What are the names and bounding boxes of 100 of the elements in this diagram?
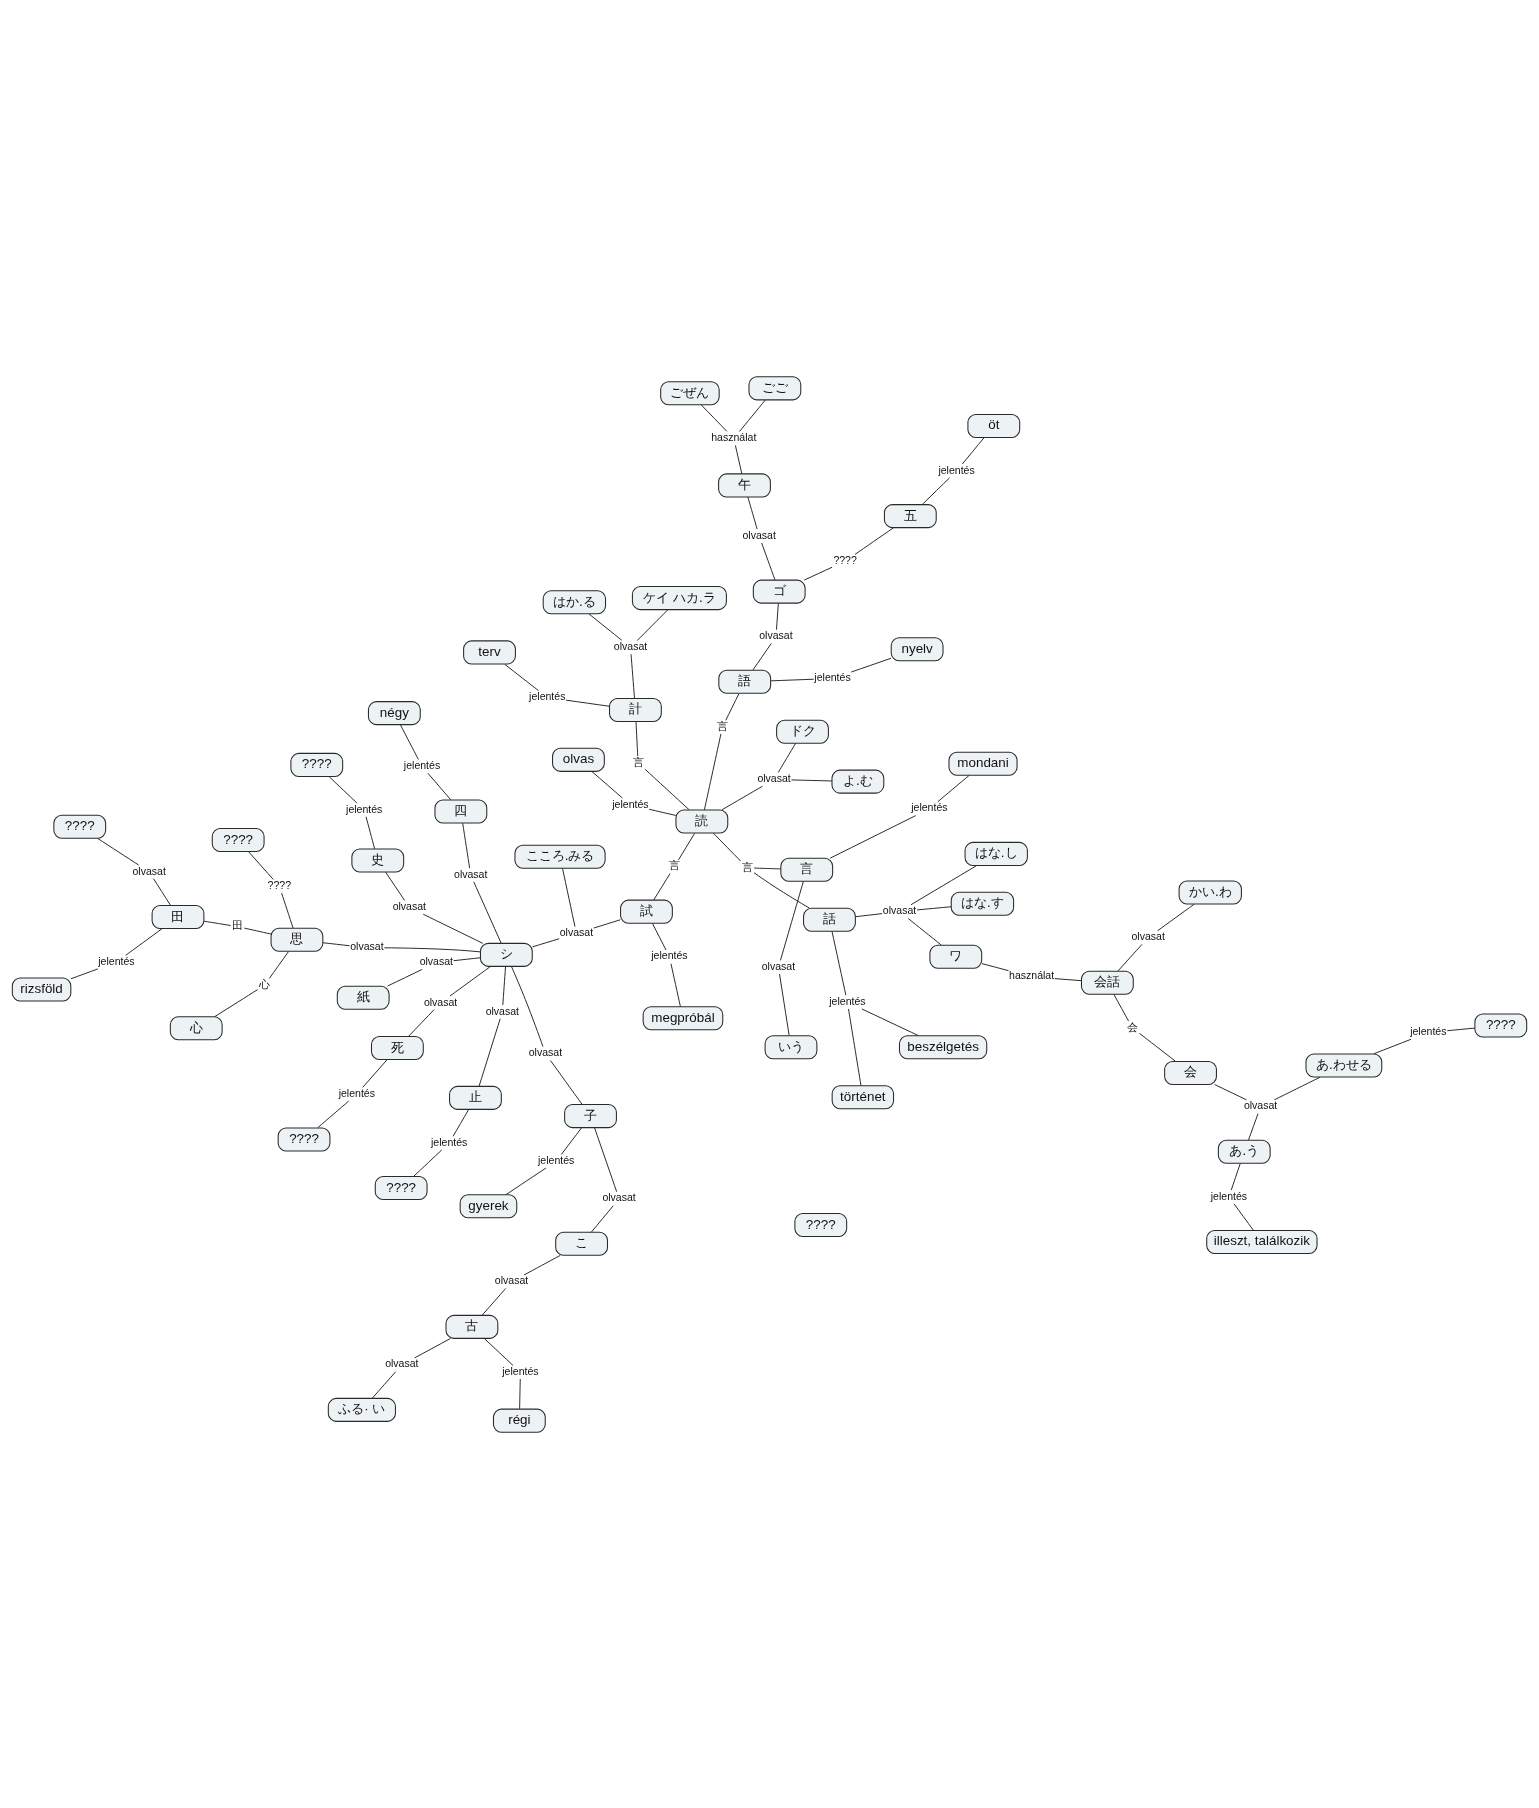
node-box: rizsföld: [11, 977, 72, 1002]
node-text: jelentés: [651, 948, 688, 961]
node-text: jelentés: [938, 463, 975, 476]
node-text: jelentés: [338, 1086, 375, 1099]
connector: [591, 770, 623, 798]
node-box: 会: [1164, 1060, 1217, 1085]
connector: [790, 778, 833, 781]
node-box: 田: [151, 904, 205, 929]
node-box: ????: [1474, 1013, 1528, 1038]
node-box: 言: [780, 857, 834, 882]
connector: [777, 742, 797, 773]
connector: [453, 956, 481, 961]
connector: [523, 1254, 561, 1275]
connector: [452, 1108, 470, 1137]
connector: [854, 526, 894, 555]
node-box: 試: [620, 899, 673, 924]
connector: [387, 968, 423, 987]
connector: [644, 768, 690, 810]
node-box: 読: [675, 808, 729, 833]
node-text: olvasat: [559, 925, 594, 938]
connector: [734, 444, 743, 474]
node-box: 四: [434, 799, 488, 824]
connector: [322, 941, 351, 946]
node-box: かい.わ: [1178, 880, 1242, 905]
connector: [831, 930, 847, 996]
node-text: jelentés: [829, 994, 866, 1007]
node-text: 会: [1126, 1020, 1138, 1032]
connector: [414, 1337, 451, 1358]
connector: [921, 476, 951, 505]
node-box: 思: [270, 927, 324, 952]
node-box: gyerek: [459, 1193, 518, 1218]
node-text: jelentés: [431, 1135, 468, 1148]
node-text: jelentés: [612, 797, 649, 810]
node-text: használat: [711, 430, 757, 443]
connector: [70, 967, 99, 979]
node-box: あ.わせる: [1305, 1052, 1383, 1077]
node-text: olvasat: [528, 1045, 563, 1058]
connector: [449, 965, 491, 996]
connector: [328, 775, 358, 803]
node-text: jelentés: [1410, 1024, 1447, 1037]
node-box: nyelv: [890, 636, 944, 661]
node-text: jelentés: [502, 1364, 539, 1377]
connector: [268, 950, 289, 979]
connector: [483, 1337, 514, 1366]
node-text: jelentés: [346, 802, 383, 815]
node-box: ????: [53, 814, 107, 839]
connector: [855, 912, 883, 917]
node-box: 語: [718, 669, 772, 694]
node-text: jelentés: [1210, 1189, 1248, 1202]
node-box: ゴ: [752, 579, 806, 604]
node-box: いう: [764, 1034, 818, 1059]
node-box: megpróbál: [642, 1005, 724, 1030]
node-text: ????: [833, 553, 857, 566]
node-text: olvasat: [742, 528, 776, 541]
node-text: jelentés: [538, 1153, 575, 1166]
connector: [648, 808, 677, 816]
connector: [502, 965, 506, 1005]
connector: [1117, 943, 1143, 971]
node-text: olvasat: [132, 864, 166, 877]
connector: [422, 913, 484, 944]
node-box: terv: [463, 639, 516, 664]
connector: [653, 872, 671, 900]
node-text: 心: [258, 977, 270, 990]
node-text: olvasat: [761, 959, 796, 972]
node-box: 五: [883, 503, 937, 528]
connector: [725, 692, 740, 721]
node-box: ドク: [776, 719, 829, 744]
node-box: 止: [449, 1085, 502, 1110]
node-text: olvasat: [613, 639, 648, 652]
connector: [916, 905, 952, 910]
node-text: 言: [668, 858, 680, 871]
connector: [1230, 1162, 1241, 1191]
node-box: あ.う: [1217, 1139, 1271, 1164]
connector: [703, 732, 722, 810]
connector: [203, 920, 232, 926]
node-text: olvasat: [385, 1356, 419, 1369]
node-box: シ: [479, 942, 533, 967]
connector: [770, 678, 815, 681]
connector: [593, 918, 621, 929]
connector: [761, 542, 776, 580]
node-box: はな.し: [964, 841, 1028, 866]
node-text: 田: [231, 918, 243, 931]
connector: [829, 814, 917, 859]
connector: [779, 880, 804, 961]
connector: [243, 927, 272, 934]
connector: [317, 1100, 350, 1128]
node-box: illeszt, találkozik: [1206, 1229, 1318, 1254]
connector: [670, 962, 681, 1007]
node-box: öt: [967, 413, 1021, 438]
connector: [1248, 1112, 1259, 1140]
node-text: olvasat: [392, 899, 427, 912]
node-text: olvasat: [1243, 1098, 1278, 1111]
node-box: 紙: [336, 985, 390, 1010]
node-text: 言: [632, 755, 644, 768]
connector: [1113, 993, 1130, 1022]
node-text: olvasat: [454, 867, 488, 880]
node-box: 心: [169, 1015, 223, 1040]
connector: [753, 871, 810, 909]
node-box: よ.む: [831, 769, 885, 794]
connector: [981, 962, 1009, 971]
